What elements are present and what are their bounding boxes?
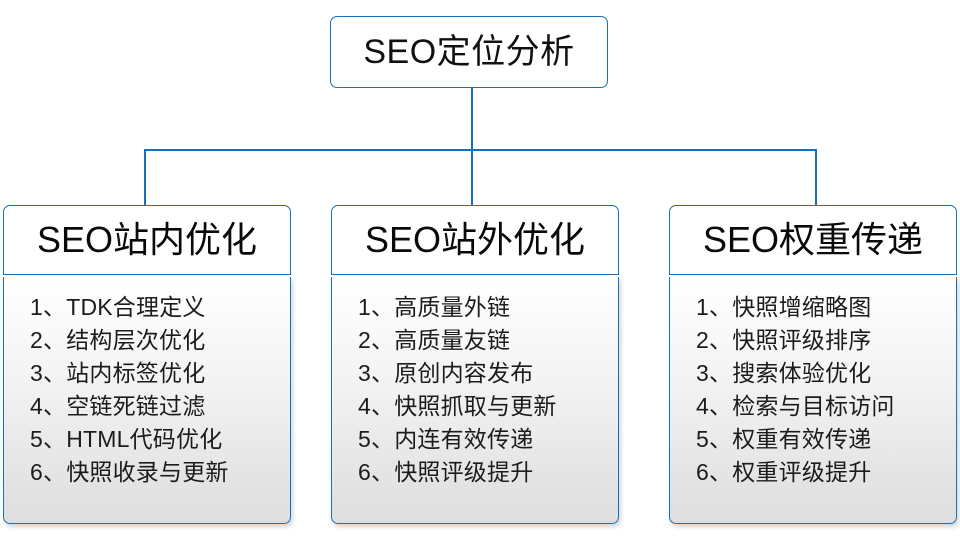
list-item[interactable]: 4、快照抓取与更新 bbox=[358, 393, 557, 419]
connector-branch-1 bbox=[144, 149, 146, 206]
connector-horizontal-bus bbox=[144, 149, 816, 151]
list-item[interactable]: 5、HTML代码优化 bbox=[30, 426, 223, 452]
root-node[interactable]: SEO定位分析 bbox=[330, 16, 608, 88]
list-item[interactable]: 3、原创内容发布 bbox=[358, 360, 534, 386]
branch-title-1: SEO站内优化 bbox=[36, 219, 258, 260]
list-item[interactable]: 4、检索与目标访问 bbox=[696, 393, 895, 419]
list-item[interactable]: 3、搜索体验优化 bbox=[696, 360, 872, 386]
branch-column-1: SEO站内优化 1、TDK合理定义 2、结构层次优化 3、站内标签优化 4、空链… bbox=[3, 205, 291, 524]
list-item[interactable]: 2、高质量友链 bbox=[358, 327, 511, 353]
list-item[interactable]: 2、快照评级排序 bbox=[696, 327, 872, 353]
branch-body-2: 1、高质量外链 2、高质量友链 3、原创内容发布 4、快照抓取与更新 5、内连有… bbox=[331, 277, 619, 524]
branch-body-1: 1、TDK合理定义 2、结构层次优化 3、站内标签优化 4、空链死链过滤 5、H… bbox=[3, 277, 291, 524]
list-item[interactable]: 3、站内标签优化 bbox=[30, 360, 206, 386]
root-node-label: SEO定位分析 bbox=[363, 33, 575, 71]
list-item[interactable]: 4、空链死链过滤 bbox=[30, 393, 206, 419]
branch-column-2: SEO站外优化 1、高质量外链 2、高质量友链 3、原创内容发布 4、快照抓取与… bbox=[331, 205, 619, 524]
connector-branch-3 bbox=[815, 149, 817, 206]
list-item[interactable]: 5、权重有效传递 bbox=[696, 426, 872, 452]
connector-root-stem bbox=[471, 88, 473, 151]
branch-title-2: SEO站外优化 bbox=[364, 219, 586, 260]
branch-header-2[interactable]: SEO站外优化 bbox=[331, 205, 619, 275]
list-item[interactable]: 6、权重评级提升 bbox=[696, 459, 872, 485]
branch-header-3[interactable]: SEO权重传递 bbox=[669, 205, 957, 275]
list-item[interactable]: 6、快照收录与更新 bbox=[30, 459, 229, 485]
branch-body-3: 1、快照增缩略图 2、快照评级排序 3、搜索体验优化 4、检索与目标访问 5、权… bbox=[669, 277, 957, 524]
item-list-1: 1、TDK合理定义 2、结构层次优化 3、站内标签优化 4、空链死链过滤 5、H… bbox=[4, 291, 290, 489]
item-list-2: 1、高质量外链 2、高质量友链 3、原创内容发布 4、快照抓取与更新 5、内连有… bbox=[332, 291, 618, 489]
list-item[interactable]: 1、快照增缩略图 bbox=[696, 294, 872, 320]
list-item[interactable]: 1、TDK合理定义 bbox=[30, 294, 206, 320]
list-item[interactable]: 6、快照评级提升 bbox=[358, 459, 534, 485]
list-item[interactable]: 1、高质量外链 bbox=[358, 294, 511, 320]
branch-column-3: SEO权重传递 1、快照增缩略图 2、快照评级排序 3、搜索体验优化 4、检索与… bbox=[669, 205, 957, 524]
list-item[interactable]: 5、内连有效传递 bbox=[358, 426, 534, 452]
branch-header-1[interactable]: SEO站内优化 bbox=[3, 205, 291, 275]
connector-branch-2 bbox=[471, 149, 473, 206]
item-list-3: 1、快照增缩略图 2、快照评级排序 3、搜索体验优化 4、检索与目标访问 5、权… bbox=[670, 291, 956, 489]
branch-title-3: SEO权重传递 bbox=[702, 219, 924, 260]
list-item[interactable]: 2、结构层次优化 bbox=[30, 327, 206, 353]
